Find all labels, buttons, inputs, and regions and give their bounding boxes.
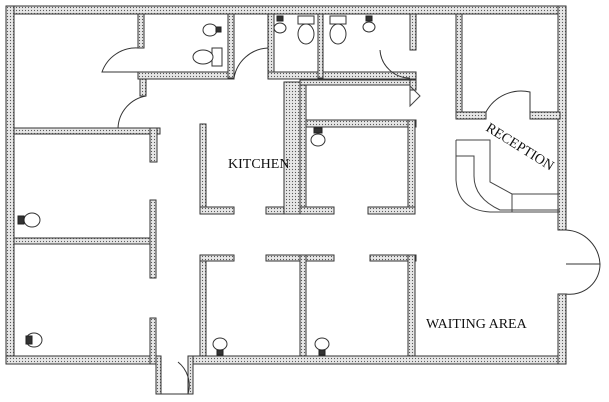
reception-desk-edge: [455, 140, 560, 213]
sink-stall-2: [362, 21, 376, 33]
office-lower-right-wall: [407, 254, 416, 357]
sink-office-left-1: [23, 212, 41, 228]
door-swing-hall: [233, 47, 269, 79]
kitchen-left-wall: [199, 123, 207, 215]
exterior-walls: [5, 5, 567, 395]
office-ml-bottom-wall: [13, 237, 157, 245]
reception-desk-outer: [456, 139, 560, 195]
wall-bottom-right: [189, 355, 567, 365]
office-mid-left-wall: [299, 79, 307, 215]
label-reception: RECEPTION: [483, 121, 556, 175]
toilet-tank-stall-2: [329, 15, 347, 25]
office-ul-bottom-wall: [13, 127, 161, 135]
reception-desk-inner: [456, 155, 560, 211]
kitchen-counter: [283, 81, 301, 215]
faucet-office-lower-2: [318, 349, 326, 356]
sink-office-lower-2: [314, 337, 330, 351]
wall-top: [5, 5, 567, 15]
closet-wall: [409, 79, 417, 91]
door-swing-entry-side: [565, 263, 601, 295]
office-lower-top-left: [199, 254, 235, 262]
bath-right-wall: [267, 13, 275, 79]
sink-office-lower-1: [212, 337, 228, 351]
office-lower-divider: [299, 254, 307, 357]
office-mid-divider-wall: [407, 119, 416, 215]
stall-divider-wall: [317, 13, 324, 79]
office-ul-right-wall-lower: [149, 127, 158, 163]
toilet-bowl-left: [192, 49, 214, 65]
sink-left: [202, 23, 218, 37]
office-mid-top-wall: [299, 119, 417, 128]
toilet-bowl-stall-2: [329, 23, 347, 45]
office-mid-bottom-right: [367, 206, 416, 215]
sink-office-mid: [310, 133, 326, 147]
bath-right-bottom-wall: [267, 71, 417, 80]
closet-door: [409, 84, 421, 108]
doors: [101, 47, 601, 395]
label-kitchen: KITCHEN: [228, 157, 289, 172]
bathroom-fixtures: [192, 15, 376, 67]
faucet-office-lower-1: [216, 349, 224, 356]
corridor-wall: [299, 79, 411, 86]
office-mid-bottom-left: [299, 206, 335, 215]
office-ll-right-wall: [149, 317, 157, 365]
office-ml-right-wall-upper: [149, 199, 157, 279]
entry-jamb-right: [187, 355, 194, 395]
faucet-stall-2: [365, 15, 373, 22]
reception-top-wall: [455, 13, 463, 117]
faucet-office-left-2: [25, 335, 33, 345]
wall-right-lower: [557, 293, 567, 365]
door-swing-reception: [485, 90, 531, 113]
reception-desk: [455, 139, 560, 213]
toilet-tank-stall-1: [297, 15, 315, 25]
office-lower-left-wall: [199, 254, 207, 357]
bath-bottom-wall: [137, 71, 235, 80]
door-swing-main: [161, 361, 190, 395]
bath-east-wall-upper: [409, 13, 417, 51]
toilet-bowl-stall-1: [297, 23, 315, 45]
door-swing-bath: [101, 47, 139, 73]
wall-left: [5, 5, 15, 365]
faucet-stall-1: [276, 15, 284, 22]
door-swing-entry-front: [565, 229, 601, 265]
door-swing-office-ul: [117, 95, 147, 129]
interior-walls: [13, 13, 561, 365]
door-swing-stall: [379, 49, 411, 79]
faucet-left: [215, 26, 222, 33]
label-waiting-area: WAITING AREA: [426, 317, 528, 332]
kitchen-bottom-wall-left: [199, 206, 235, 215]
wall-bottom-left: [5, 355, 157, 365]
bath-divider-wall: [227, 13, 235, 79]
office-fixtures: [17, 127, 330, 356]
office-lower-top-right: [369, 254, 417, 262]
faucet-office-mid: [313, 127, 323, 134]
bath-left-wall: [137, 13, 145, 49]
faucet-office-left-1: [17, 215, 25, 225]
reception-bottom-wall: [455, 111, 487, 120]
reception-bottom-wall-right: [529, 111, 561, 120]
sink-stall-1: [273, 22, 287, 34]
entry-jamb-left: [155, 355, 162, 395]
